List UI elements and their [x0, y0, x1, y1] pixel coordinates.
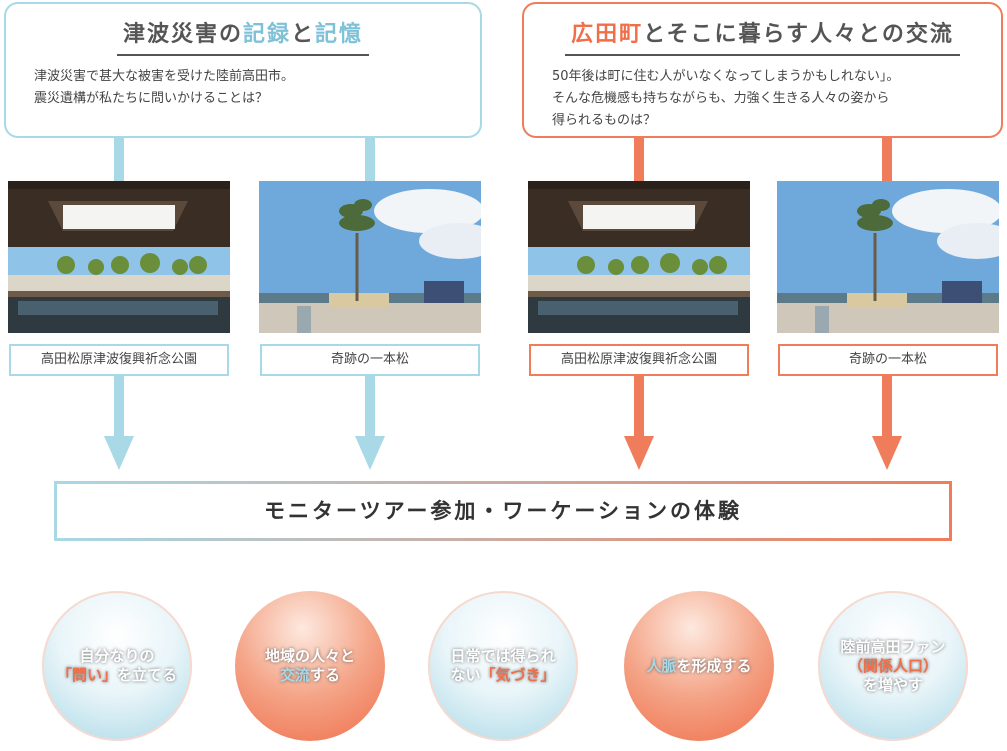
arrow-down-icon: [624, 436, 654, 470]
records-memory-description: 津波災害で甚大な被害を受けた陸前高田市。 震災遺構が私たちに問いかけることは？: [34, 66, 460, 110]
connector-line: [634, 376, 644, 438]
outcome-circle: 人脈を形成する: [624, 591, 774, 741]
outcome-highlight: 「気づき」: [480, 666, 556, 684]
outcome-circle: 日常では得られ ない「気づき」: [428, 591, 578, 741]
hirota-exchange-box: 広田町とそこに暮らす人々との交流 50年後は町に住む人がいなくなってしまうかもし…: [522, 2, 1003, 138]
outcome-highlight: （関係人口）: [847, 656, 938, 675]
outcome-highlight: 人脈: [646, 656, 677, 675]
description-line: そんな危機感も持ちながらも、力強く生きる人々の姿から: [552, 91, 890, 106]
outcome-text: 日常では得られ ない「気づき」: [450, 647, 555, 685]
title-highlight-hirota: 広田町: [571, 22, 644, 47]
title-highlight-record: 記録: [242, 22, 291, 47]
outcome-text: 陸前高田ファン （関係人口） を増やす: [840, 638, 945, 695]
outcome-circle: 陸前高田ファン （関係人口） を増やす: [818, 591, 968, 741]
records-memory-box: 津波災害の記録と記憶 津波災害で甚大な被害を受けた陸前高田市。 震災遺構が私たち…: [4, 2, 482, 138]
outcome-line: を形成する: [676, 656, 752, 675]
outcome-text: 地域の人々と 交流する: [265, 647, 355, 685]
title-text: とそこに暮らす人々との交流: [643, 22, 954, 47]
description-line: 震災遺構が私たちに問いかけることは？: [34, 91, 269, 106]
hirota-exchange-title: 広田町とそこに暮らす人々との交流: [524, 16, 1001, 56]
outcome-line: 自分なりの: [79, 647, 155, 665]
outcome-highlight: 交流: [279, 666, 310, 684]
arrow-down-icon: [104, 436, 134, 470]
outcome-circle: 地域の人々と 交流する: [235, 591, 385, 741]
description-line: 得られるものは？: [552, 113, 657, 128]
title-highlight-memory: 記憶: [315, 22, 364, 47]
miracle-pine-photo: [777, 181, 999, 333]
outcome-line: 地域の人々と: [264, 647, 355, 665]
connector-line: [114, 138, 124, 181]
outcome-text: 人脈を形成する: [646, 657, 751, 676]
caption-miracle-pine: 奇跡の一本松: [260, 344, 480, 376]
memorial-park-photo: [528, 181, 750, 333]
connector-line: [882, 138, 892, 181]
title-text: 津波災害の: [122, 22, 243, 47]
caption-memorial-park: 高田松原津波復興祈念公園: [9, 344, 229, 376]
connector-line: [882, 376, 892, 438]
outcome-line: を立てる: [117, 666, 178, 684]
description-line: 50年後は町に住む人がいなくなってしまうかもしれない」。: [552, 69, 900, 84]
arrow-down-icon: [872, 436, 902, 470]
memorial-park-photo: [8, 181, 230, 333]
outcome-circle: 自分なりの 「問い」を立てる: [42, 591, 192, 741]
outcome-line: 陸前高田ファン: [840, 637, 946, 656]
title-text: と: [291, 22, 316, 47]
experience-banner: モニターツアー参加・ワーケーションの体験: [54, 481, 952, 541]
outcome-line: ない: [450, 666, 481, 684]
description-line: 津波災害で甚大な被害を受けた陸前高田市。: [34, 69, 295, 84]
arrow-down-icon: [355, 436, 385, 470]
outcome-text: 自分なりの 「問い」を立てる: [57, 647, 177, 685]
outcome-line: する: [309, 666, 340, 684]
outcome-line: を増やす: [862, 675, 923, 694]
records-memory-title: 津波災害の記録と記憶: [6, 16, 480, 56]
caption-memorial-park: 高田松原津波復興祈念公園: [529, 344, 749, 376]
outcome-highlight: 「問い」: [56, 666, 117, 684]
miracle-pine-photo: [259, 181, 481, 333]
outcome-line: 日常では得られ: [450, 647, 556, 665]
hirota-exchange-description: 50年後は町に住む人がいなくなってしまうかもしれない」。 そんな危機感も持ちなが…: [552, 66, 981, 132]
connector-line: [634, 138, 644, 181]
connector-line: [365, 138, 375, 181]
connector-line: [365, 376, 375, 438]
caption-miracle-pine: 奇跡の一本松: [778, 344, 998, 376]
connector-line: [114, 376, 124, 438]
